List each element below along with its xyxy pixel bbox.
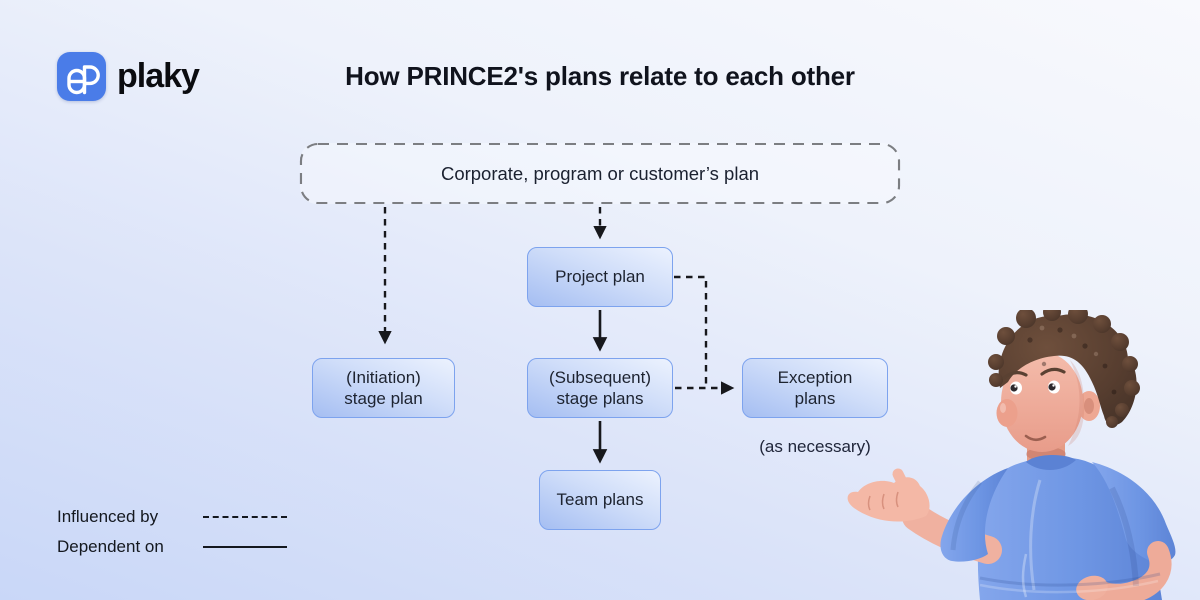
team-plans-label: Team plans <box>556 490 644 510</box>
subsequent-stage-plans-box: (Subsequent) stage plans <box>527 358 673 418</box>
plaky-logo-icon <box>57 52 106 101</box>
character-body <box>847 436 1176 600</box>
page-title: How PRINCE2's plans relate to each other <box>345 61 855 91</box>
legend-dependent-on-label: Dependent on <box>57 537 164 556</box>
character-illustration <box>847 310 1176 600</box>
initiation-stage-plan-box: (Initiation) stage plan <box>312 358 455 418</box>
plaky-wordmark: plaky <box>117 57 200 95</box>
team-plans-box: Team plans <box>539 470 661 530</box>
subsequent-stage-plans-label: (Subsequent) stage plans <box>548 367 652 408</box>
exception-plans-label: Exception plans <box>777 367 853 408</box>
dashed-line-sample <box>203 516 287 518</box>
exception-plans-box: Exception plans <box>742 358 888 418</box>
project-plan-box: Project plan <box>527 247 673 307</box>
plaky-logo-glyph <box>66 64 100 94</box>
project-plan-label: Project plan <box>555 267 645 287</box>
corporate-plan-box: Corporate, program or customer’s plan <box>300 143 900 204</box>
initiation-stage-plan-label: (Initiation) stage plan <box>344 367 423 408</box>
plaky-logo: plaky <box>57 52 200 101</box>
character-head <box>988 310 1140 452</box>
legend-influenced-by-label: Influenced by <box>57 507 159 526</box>
solid-line-sample <box>203 546 287 548</box>
legend: Influenced by Dependent on <box>57 507 287 557</box>
edge-project-to-exception <box>674 275 708 384</box>
corporate-plan-label: Corporate, program or customer’s plan <box>440 162 760 184</box>
exception-note: (as necessary) <box>759 437 871 456</box>
